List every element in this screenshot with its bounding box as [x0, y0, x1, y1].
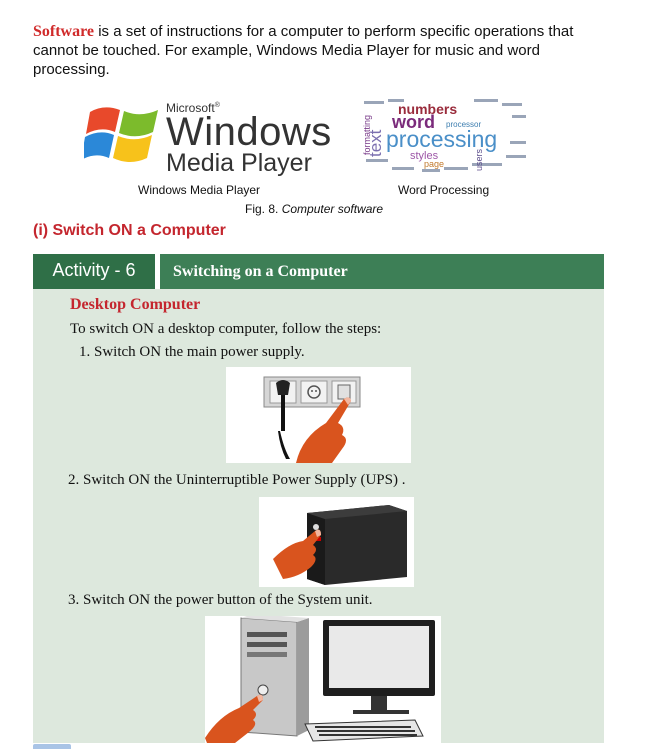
media-player-wordmark: Media Player: [166, 149, 312, 177]
desktop-computer-image: [205, 614, 441, 743]
windows-wordmark: Windows: [166, 110, 332, 154]
cloud-word-page: page: [424, 159, 444, 169]
software-term: Software: [33, 23, 95, 40]
figure-caption-text: Computer software: [278, 202, 384, 216]
desktop-computer-heading: Desktop Computer: [70, 296, 201, 313]
word-processing-word-cloud: formatting text users numbers word proce…: [362, 99, 526, 172]
figure-caption: Fig. 8. Computer software: [245, 202, 383, 216]
activity-body: Desktop Computer To switch ON a desktop …: [33, 289, 604, 743]
desktop-computer-icon: [205, 614, 435, 743]
activity-tab-divider: [155, 254, 160, 289]
ups-image: [259, 497, 414, 587]
trademark-mark: ®: [214, 102, 220, 109]
step-1: 1. Switch ON the main power supply.: [79, 344, 305, 360]
intro-paragraph: Software is a set of instructions for a …: [33, 22, 593, 79]
caption-windows-media-player: Windows Media Player: [138, 183, 261, 197]
step-2: 2. Switch ON the Uninterruptible Power S…: [68, 472, 406, 488]
windows-flag-icon: [84, 107, 158, 162]
section-heading: (i) Switch ON a Computer: [33, 222, 226, 239]
microsoft-wordmark: Microsoft: [166, 101, 215, 115]
step-3: 3. Switch ON the power button of the Sys…: [68, 592, 373, 608]
activity-intro: To switch ON a desktop computer, follow …: [70, 321, 382, 337]
windows-media-player-logo: Microsoft® Windows Media Player: [84, 92, 334, 176]
cloud-word-word: word: [391, 112, 435, 132]
cloud-word-numbers: numbers: [398, 101, 457, 117]
page-edge-tab: [33, 744, 71, 749]
activity-title: Switching on a Computer: [173, 263, 348, 280]
wall-socket-icon: [263, 376, 361, 463]
cloud-word-text: text: [366, 129, 385, 157]
cloud-word-users: users: [474, 148, 484, 171]
power-socket-image: [226, 367, 411, 463]
cloud-word-styles: styles: [410, 150, 439, 162]
cloud-word-processor: processor: [446, 120, 481, 129]
activity-header: Activity - 6 Switching on a Computer: [33, 254, 604, 289]
cloud-word-formatting: formatting: [362, 115, 372, 155]
cloud-word-processing: processing: [386, 126, 497, 152]
activity-label: Activity - 6: [33, 254, 155, 289]
caption-word-processing: Word Processing: [398, 183, 490, 197]
ups-device-icon: [273, 505, 407, 585]
figure-number: Fig. 8.: [245, 202, 279, 216]
intro-text: is a set of instructions for a computer …: [33, 23, 574, 78]
